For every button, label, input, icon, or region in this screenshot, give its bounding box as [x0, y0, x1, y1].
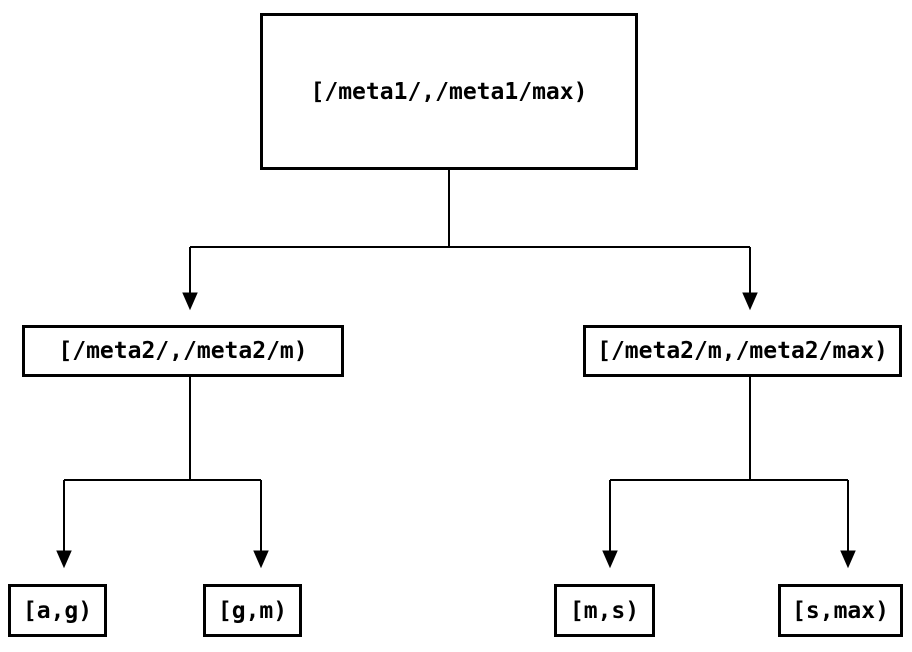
- node-root-label: [/meta1/,/meta1/max): [310, 78, 588, 105]
- connector-right-split: [609, 377, 849, 552]
- node-leaf-ag-label: [a,g): [22, 597, 93, 624]
- arrow-down-icon: [56, 550, 72, 569]
- node-leaf-smax: [s,max): [778, 584, 903, 637]
- node-leaf-ag: [a,g): [8, 584, 107, 637]
- node-left-child: [/meta2/,/meta2/m): [22, 325, 344, 377]
- node-leaf-ms: [m,s): [554, 584, 655, 637]
- node-left-child-label: [/meta2/,/meta2/m): [58, 338, 308, 364]
- arrow-down-icon: [602, 550, 618, 569]
- node-leaf-smax-label: [s,max): [792, 597, 889, 624]
- connector-root-split: [189, 170, 751, 294]
- node-root: [/meta1/,/meta1/max): [260, 13, 638, 170]
- arrow-down-icon: [742, 292, 758, 311]
- arrow-down-icon: [182, 292, 198, 311]
- arrow-down-icon: [253, 550, 269, 569]
- node-leaf-ms-label: [m,s): [569, 597, 640, 624]
- connector-left-split: [63, 377, 262, 552]
- node-leaf-gm-label: [g,m): [217, 597, 288, 624]
- node-right-child-label: [/meta2/m,/meta2/max): [597, 338, 888, 364]
- arrow-down-icon: [840, 550, 856, 569]
- node-right-child: [/meta2/m,/meta2/max): [583, 325, 902, 377]
- node-leaf-gm: [g,m): [203, 584, 302, 637]
